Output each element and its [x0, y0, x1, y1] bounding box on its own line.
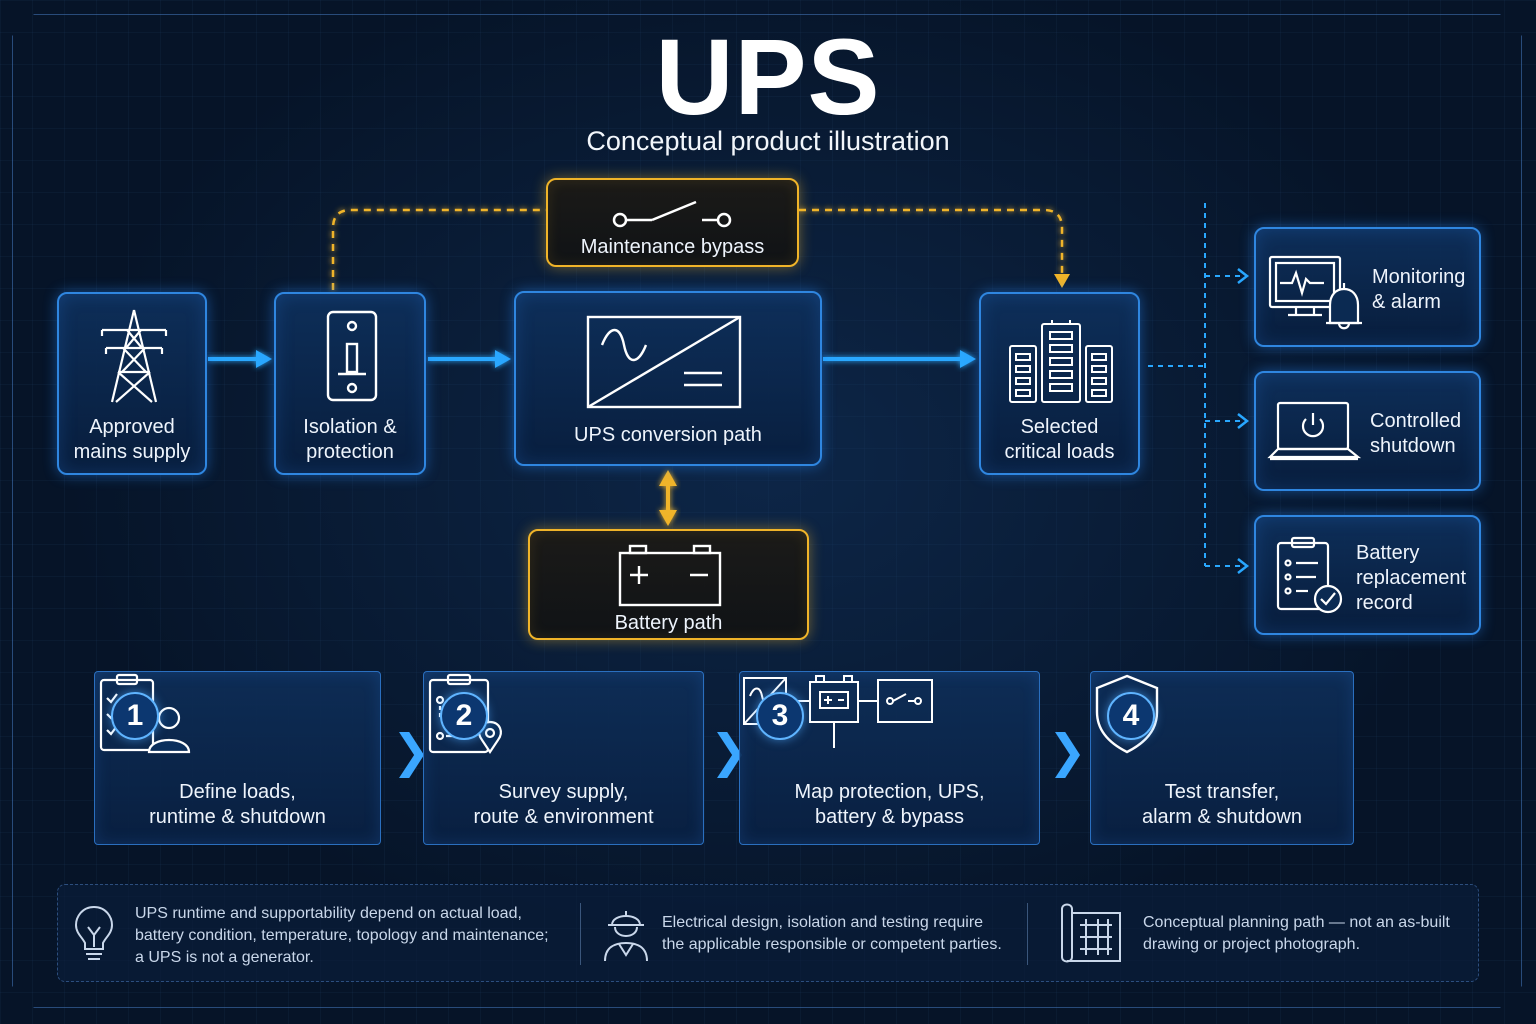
- step-3-line2: battery & bypass: [815, 806, 964, 828]
- output-battery-record-box: Battery replacement record: [1254, 515, 1481, 635]
- monitor-alarm-icon: [1268, 255, 1362, 330]
- step-4: 4 Test transfer, alarm & shutdown: [1090, 671, 1354, 845]
- critical-loads-box: Selected critical loads: [979, 292, 1140, 475]
- note-1-line3: a UPS is not a generator.: [135, 949, 314, 966]
- chevron-right-icon: ❯: [1048, 725, 1087, 777]
- output-shutdown-box: Controlled shutdown: [1254, 371, 1481, 491]
- mains-supply-line2: mains supply: [73, 441, 191, 463]
- battery-icon: [618, 544, 722, 607]
- note-1-line1: UPS runtime and supportability depend on…: [135, 905, 522, 922]
- output-battery-record-line3: record: [1356, 592, 1413, 614]
- bypass-path: [331, 208, 1064, 290]
- step-3: 3 Map protection, UPS, battery & bypass: [739, 671, 1040, 845]
- critical-loads-line2: critical loads: [1004, 441, 1115, 463]
- note-1-line2: battery condition, temperature, topology…: [135, 927, 549, 944]
- ac-dc-converter-icon: [586, 315, 742, 409]
- bypass-arrowhead: [1054, 274, 1070, 288]
- output-shutdown-line1: Controlled: [1370, 410, 1462, 432]
- maintenance-bypass-label: Maintenance bypass: [580, 236, 765, 258]
- page-title: UPS: [655, 16, 881, 137]
- step-2: 2 Survey supply, route & environment: [423, 671, 704, 845]
- engineer-icon: [604, 911, 648, 962]
- outer-frame: [12, 14, 1522, 1008]
- output-monitoring-box: Monitoring & alarm: [1254, 227, 1481, 347]
- ups-conversion-box: UPS conversion path: [514, 291, 822, 466]
- power-tower-icon: [100, 309, 168, 403]
- battery-path-label: Battery path: [614, 612, 723, 634]
- output-battery-record-line1: Battery: [1356, 542, 1420, 564]
- notes-panel: UPS runtime and supportability depend on…: [57, 884, 1479, 982]
- step-2-number: 2: [440, 692, 488, 740]
- blueprint-icon: [1061, 903, 1121, 963]
- output-branches: [1148, 203, 1240, 567]
- maintenance-bypass-box: Maintenance bypass: [546, 178, 799, 267]
- step-2-line1: Survey supply,: [498, 781, 629, 803]
- step-3-line1: Map protection, UPS,: [794, 781, 985, 803]
- isolation-box: Isolation & protection: [274, 292, 426, 475]
- buildings-icon: [1009, 320, 1113, 403]
- mains-supply-line1: Approved: [89, 416, 175, 438]
- note-divider: [580, 903, 581, 965]
- note-2-line1: Electrical design, isolation and testing…: [662, 914, 984, 931]
- mains-supply-box: Approved mains supply: [57, 292, 207, 475]
- note-2-line2: the applicable responsible or competent …: [662, 936, 1002, 953]
- step-2-line2: route & environment: [473, 806, 654, 828]
- isolation-switch-icon: [326, 310, 378, 402]
- critical-loads-line1: Selected: [1020, 416, 1099, 438]
- step-3-number: 3: [756, 692, 804, 740]
- output-monitoring-line1: Monitoring: [1372, 266, 1466, 288]
- output-shutdown-line2: shutdown: [1370, 435, 1456, 457]
- step-1-line1: Define loads,: [179, 781, 296, 803]
- step-4-line1: Test transfer,: [1164, 781, 1280, 803]
- page-subtitle: Conceptual product illustration: [586, 126, 950, 156]
- output-monitoring-line2: & alarm: [1372, 291, 1441, 313]
- battery-double-arrow: [659, 470, 677, 526]
- step-1: 1 Define loads, runtime & shutdown: [94, 671, 381, 845]
- bypass-switch-icon: [612, 200, 732, 228]
- isolation-line2: protection: [306, 441, 394, 463]
- isolation-line1: Isolation &: [303, 416, 397, 438]
- output-battery-record-line2: replacement: [1356, 567, 1467, 589]
- clipboard-check-icon: [1276, 536, 1343, 614]
- note-3-line1: Conceptual planning path — not an as-bui…: [1143, 914, 1450, 931]
- ups-conversion-label: UPS conversion path: [574, 424, 762, 446]
- step-1-line2: runtime & shutdown: [149, 806, 326, 828]
- note-3-line2: drawing or project photograph.: [1143, 936, 1361, 953]
- note-divider: [1027, 903, 1028, 965]
- step-4-line2: alarm & shutdown: [1141, 806, 1303, 828]
- laptop-power-icon: [1267, 401, 1362, 461]
- lightbulb-icon: [74, 905, 114, 960]
- battery-path-box: Battery path: [528, 529, 809, 640]
- step-4-number: 4: [1107, 692, 1155, 740]
- step-1-number: 1: [111, 692, 159, 740]
